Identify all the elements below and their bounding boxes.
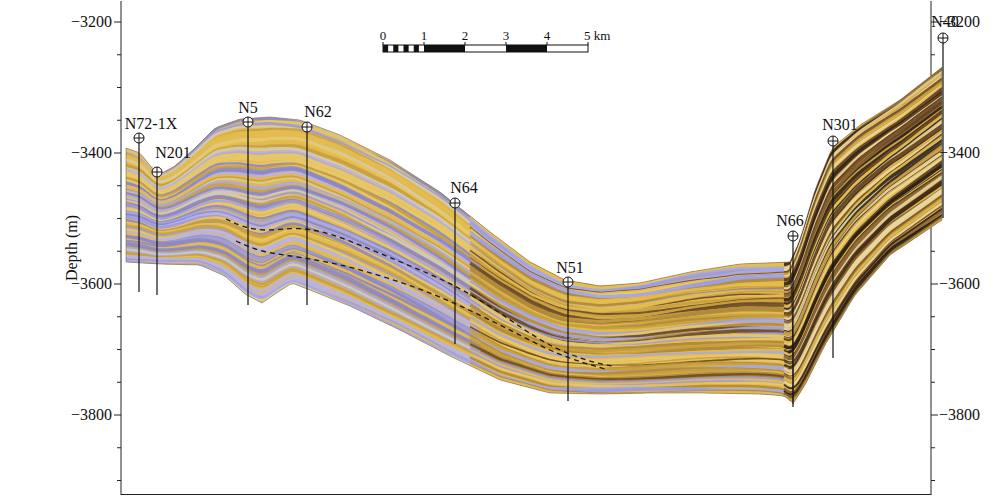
well-symbol	[938, 33, 948, 218]
stratum-line	[784, 216, 946, 399]
stratum-line	[126, 259, 480, 367]
stratum-line	[126, 253, 480, 356]
axis-line	[121, 1, 122, 495]
axis-title: Depth (m)	[64, 215, 80, 281]
axis-tick	[117, 382, 121, 383]
axis-tick	[931, 284, 938, 285]
axis-tick	[931, 251, 935, 252]
scale-bar	[383, 42, 588, 52]
scale-number: 1	[421, 29, 428, 42]
well-name: N5	[238, 100, 258, 116]
axis-tick	[114, 284, 121, 285]
well-symbol	[828, 136, 838, 358]
axis-tick	[117, 120, 121, 121]
well-symbol	[243, 117, 253, 305]
tick-label: −3400	[71, 145, 112, 161]
tick-label: −3800	[939, 407, 980, 423]
well-name: N66	[776, 213, 804, 229]
axis-tick	[117, 251, 121, 252]
axis-tick	[931, 382, 935, 383]
axis-line	[931, 1, 932, 495]
stratum-line	[784, 194, 946, 379]
well-symbol	[563, 277, 573, 401]
stratum-line	[470, 357, 788, 392]
stratum-line	[470, 355, 788, 391]
scale-number: 3	[503, 29, 510, 42]
body-outline	[126, 67, 942, 402]
axis-tick	[117, 480, 121, 481]
well-symbol	[134, 133, 144, 292]
scale-number: 4	[544, 29, 551, 42]
well-name: N72-1X	[125, 116, 177, 132]
tick-label: −3600	[939, 276, 980, 292]
well-symbol	[788, 231, 798, 407]
axis-tick	[117, 54, 121, 55]
axis-tick	[931, 316, 935, 317]
axis-tick	[117, 185, 121, 186]
horizon-dashed	[236, 241, 605, 369]
axis-tick	[117, 447, 121, 448]
axis-tick	[117, 87, 121, 88]
stratum-line	[784, 215, 946, 398]
stratum-line	[784, 214, 946, 398]
stratum-line	[126, 261, 480, 368]
axis-tick	[114, 415, 121, 416]
horizon-dashed	[226, 219, 612, 366]
stratum-line	[784, 209, 946, 393]
strata-ground	[120, 50, 950, 450]
well-name: N62	[304, 104, 332, 120]
axis-tick	[117, 316, 121, 317]
axis-tick	[117, 218, 121, 219]
well-name: N51	[556, 260, 584, 276]
stratum-line	[470, 316, 788, 356]
axis-tick	[114, 22, 121, 23]
stratum-line	[784, 213, 946, 395]
tick-label: −3400	[939, 145, 980, 161]
strata-body	[120, 50, 950, 450]
well-symbol	[152, 167, 162, 295]
stratum-line	[126, 263, 480, 370]
axis-tick	[114, 153, 121, 154]
axis-line	[121, 494, 931, 495]
scale-number: 0	[380, 29, 387, 42]
scale-number: 5 km	[584, 29, 610, 42]
axis-tick	[931, 480, 935, 481]
well-symbol	[302, 122, 312, 305]
axis-tick	[931, 447, 935, 448]
axis-tick	[931, 349, 935, 350]
well-name: N201	[155, 145, 191, 161]
well-name: N301	[822, 117, 858, 133]
tick-label: −3200	[71, 14, 112, 30]
scale-number: 2	[462, 29, 469, 42]
tick-label: −3200	[939, 14, 980, 30]
axis-tick	[931, 54, 935, 55]
stratum-line	[126, 256, 480, 360]
tick-label: −3800	[71, 407, 112, 423]
axis-tick	[117, 349, 121, 350]
axis-tick	[931, 415, 938, 416]
well-name: N64	[450, 180, 478, 196]
stratum-line	[784, 207, 946, 392]
well-symbol	[450, 198, 460, 344]
